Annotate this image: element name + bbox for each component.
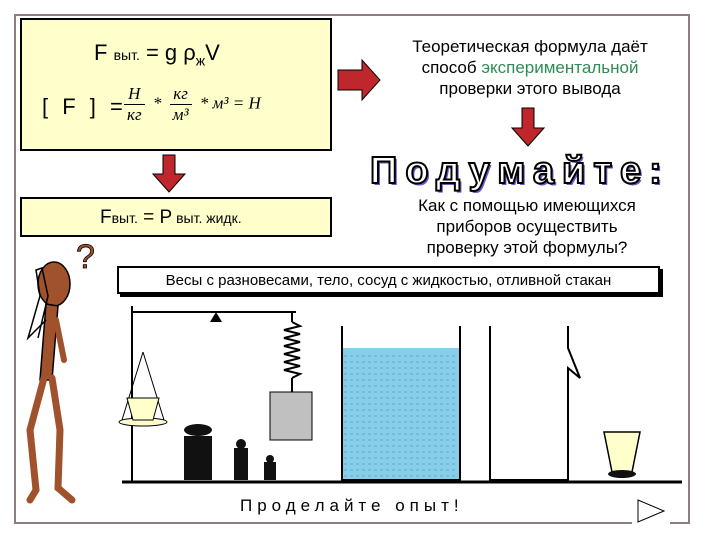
theory-line-1: Теоретическая формула даёт — [412, 37, 648, 56]
fraction-1-numerator: Н — [124, 84, 145, 105]
question-line-3: проверку этой формулы? — [426, 238, 628, 257]
theory-line-2-start: способ — [421, 58, 482, 77]
arrow-right-icon — [337, 58, 381, 102]
collection-cup — [603, 431, 641, 478]
arrow-down-icon-left — [151, 154, 187, 193]
fraction-1: Н кг — [124, 84, 145, 125]
multiply-sign: * — [152, 93, 162, 113]
overflow-vessel — [489, 326, 581, 481]
theory-line-2: способ экспериментальной — [380, 57, 680, 78]
units-tail: * м³ = Н — [199, 93, 261, 113]
equipment-box: Весы с разновесами, тело, сосуд с жидкос… — [117, 266, 660, 294]
liquid-vessel — [341, 326, 461, 481]
result-formula: Fвыт. = Р выт. жидк. — [100, 207, 242, 229]
result-box: Fвыт. = Р выт. жидк. — [20, 197, 332, 237]
result-sub-p: выт. жидк. — [172, 210, 242, 226]
formula-sub-zh: ж — [195, 52, 206, 69]
buoyancy-formula: F выт. = g ρжV — [94, 40, 220, 68]
result-f: F — [100, 207, 112, 228]
question-line-1: Как с помощью имеющихся — [418, 196, 636, 215]
formula-sub-vyt: выт. — [113, 47, 140, 63]
balance-scale — [118, 306, 313, 482]
weights-set — [184, 424, 276, 480]
theory-text: Теоретическая формула даёт способ экспер… — [380, 36, 680, 99]
svg-text:?: ? — [76, 238, 95, 276]
formula-rhs: = g ρ — [145, 40, 196, 65]
fraction-2-denominator: м³ — [172, 105, 189, 124]
slide-frame — [14, 14, 690, 524]
play-icon[interactable] — [632, 494, 670, 524]
question-line-2: приборов осуществить — [436, 217, 618, 236]
theory-line-3: проверки этого вывода — [439, 79, 621, 98]
fraction-2: кг м³ — [169, 84, 192, 125]
arrow-down-icon-right — [510, 107, 546, 147]
formula-v: V — [205, 40, 220, 65]
formula-f: F — [94, 40, 108, 65]
units-label: [ F ] = — [42, 94, 127, 119]
theory-highlight: экспериментальной — [481, 58, 639, 77]
result-eq: = Р — [137, 207, 173, 228]
fraction-1-denominator: кг — [127, 105, 142, 124]
think-heading: Подумайте: — [369, 149, 670, 193]
fraction-2-numerator: кг — [169, 84, 192, 105]
units-formula: Н кг * кг м³ * м³ = Н — [120, 84, 261, 125]
do-experiment-text: Проделайте опыт! — [240, 496, 464, 515]
result-sub-vyt: выт. — [111, 210, 138, 226]
question-text: Как с помощью имеющихся приборов осущест… — [372, 195, 682, 258]
formula-box: F выт. = g ρжV [ F ] = Н кг * кг м³ * м³… — [20, 18, 332, 151]
thinking-figure: ? — [26, 238, 95, 504]
equipment-text: Весы с разновесами, тело, сосуд с жидкос… — [165, 271, 612, 289]
